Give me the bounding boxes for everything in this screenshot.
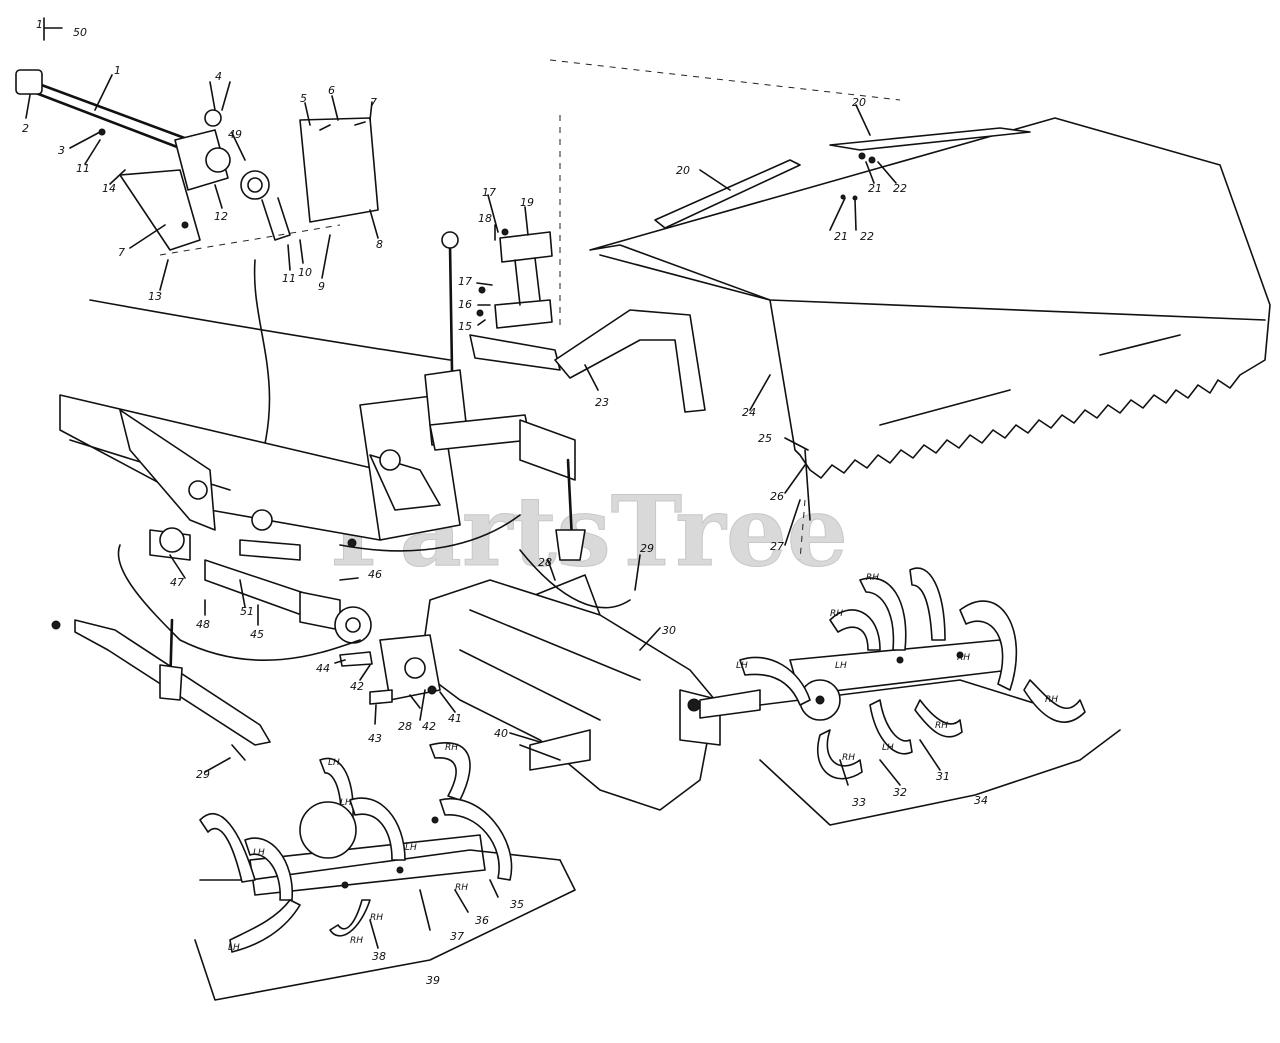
callout-36: 36 (475, 914, 489, 927)
callout-11: 11 (76, 162, 90, 175)
callout-49: 49 (228, 128, 242, 141)
callout-41: 41 (448, 712, 462, 725)
tine-mark: LH (328, 758, 340, 768)
callout-17: 17 (482, 186, 496, 199)
callout-13: 13 (148, 290, 162, 303)
callout-48: 48 (196, 618, 210, 631)
tine-shield (549, 59, 1271, 561)
callout-30: 30 (662, 624, 676, 637)
tine-mark: RH (445, 743, 458, 753)
tine-mark: RH (842, 753, 855, 763)
callout-34: 34 (974, 794, 988, 807)
callout-35: 35 (510, 898, 524, 911)
callout-39: 39 (426, 974, 440, 987)
callout-23: 23 (595, 396, 609, 409)
callout-9: 9 (318, 280, 325, 293)
callout-7: 7 (118, 246, 125, 259)
callout-26: 26 (770, 490, 784, 503)
callout-46: 46 (368, 568, 382, 581)
callout-27: 27 (770, 540, 784, 553)
callout-19: 19 (520, 196, 534, 209)
figure-ref: 50 (73, 26, 87, 39)
callout-45: 45 (250, 628, 264, 641)
callout-42b: 42 (422, 720, 436, 733)
tine-mark: RH (935, 721, 948, 731)
tiller-frame (59, 299, 451, 561)
callout-15: 15 (458, 320, 472, 333)
callout-1: 1 (114, 64, 121, 77)
tine-mark: RH (1045, 695, 1058, 705)
transmission-housing (339, 579, 761, 811)
callout-6: 6 (328, 84, 335, 97)
tine-mark: LH (228, 943, 240, 953)
callout-29: 29 (640, 542, 654, 555)
callout-14: 14 (102, 182, 116, 195)
callout-11b: 11 (282, 272, 296, 285)
callout-3: 3 (58, 144, 65, 157)
callout-51: 51 (240, 605, 254, 618)
tine-mark: RH (866, 573, 879, 583)
callout-12: 12 (214, 210, 228, 223)
leader-lines (25, 74, 941, 949)
callout-21: 21 (868, 182, 882, 195)
callout-21b: 21 (834, 230, 848, 243)
callout-40: 40 (494, 727, 508, 740)
callout-43: 43 (368, 732, 382, 745)
figure-header: 1 50 (36, 17, 87, 41)
figure-number: 1 (36, 18, 43, 31)
tine-mark: RH (957, 653, 970, 663)
callout-8: 8 (376, 238, 383, 251)
callout-29b: 29 (196, 768, 210, 781)
callout-22b: 22 (860, 230, 874, 243)
callout-10: 10 (298, 266, 312, 279)
callout-17b: 17 (458, 275, 472, 288)
callout-22: 22 (893, 182, 907, 195)
callout-24: 24 (742, 406, 756, 419)
left-tine-assembly (194, 742, 576, 1001)
tine-mark: RH (370, 913, 383, 923)
tine-mark: RH (830, 609, 843, 619)
callout-25: 25 (758, 432, 772, 445)
callout-28b: 28 (398, 720, 412, 733)
callout-labels: 2 1 3 11 14 4 49 12 7 13 5 6 7 8 11 10 9… (22, 64, 988, 987)
shift-rod-assembly (15, 69, 379, 481)
callout-44: 44 (316, 662, 330, 675)
callout-20: 20 (676, 164, 690, 177)
callout-2: 2 (22, 122, 29, 135)
tine-mark: LH (736, 661, 748, 671)
callout-7b: 7 (370, 96, 377, 109)
callout-37: 37 (450, 930, 464, 943)
right-tine-assembly (739, 567, 1121, 826)
callout-31: 31 (936, 770, 950, 783)
callout-16: 16 (458, 298, 472, 311)
callout-5: 5 (300, 92, 307, 105)
callout-18: 18 (478, 212, 492, 225)
tine-mark: RH (455, 883, 468, 893)
callout-38: 38 (372, 950, 386, 963)
tine-mark: LH (253, 848, 265, 858)
tine-marks: RH RH RH RH RH LH LH RH LH RH LH LH LH R… (228, 573, 1058, 953)
callout-33: 33 (852, 796, 866, 809)
callout-32: 32 (893, 786, 907, 799)
tine-mark: LH (882, 743, 894, 753)
callout-47: 47 (170, 576, 184, 589)
tine-mark: RH (350, 936, 363, 946)
callout-42: 42 (350, 680, 364, 693)
tine-mark: LH (340, 798, 352, 808)
tine-mark: LH (405, 843, 417, 853)
tine-mark: LH (835, 661, 847, 671)
callout-4: 4 (215, 70, 222, 83)
handle-bracket-assembly (469, 228, 706, 413)
callout-28: 28 (538, 556, 552, 569)
callout-20b: 20 (852, 96, 866, 109)
drive-shaft-assembly (51, 527, 372, 761)
